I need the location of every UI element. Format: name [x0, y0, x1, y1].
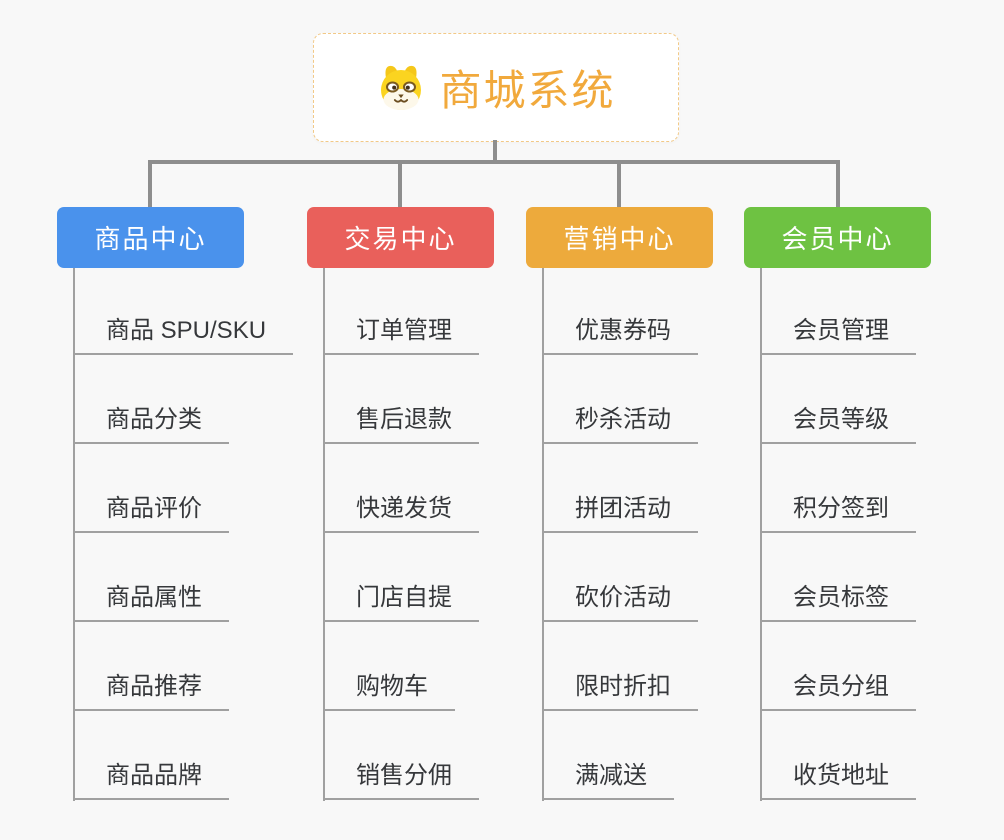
root-label: 商城系统 — [439, 67, 616, 114]
leaf-node[interactable]: 限时折扣 — [542, 672, 698, 711]
leaf-node[interactable]: 收货地址 — [760, 761, 916, 800]
leaf-node[interactable]: 积分签到 — [760, 494, 916, 533]
leaf-node[interactable]: 会员等级 — [760, 405, 916, 444]
branch-node-product-center[interactable]: 商品中心 — [57, 207, 244, 268]
branch-marketing-center: 营销中心 优惠券码 秒杀活动 拼团活动 砍价活动 限时折扣 满减送 — [526, 207, 713, 801]
leaf-node[interactable]: 拼团活动 — [542, 494, 698, 533]
leaf-node[interactable]: 会员管理 — [760, 316, 916, 355]
leaf-node[interactable]: 购物车 — [323, 672, 455, 711]
leaf-node[interactable]: 商品分类 — [73, 405, 229, 444]
connector-branch-trunk — [542, 268, 544, 801]
connector-branch-trunk — [760, 268, 762, 801]
leaf-node[interactable]: 砍价活动 — [542, 583, 698, 622]
connector-root-trunk — [493, 140, 497, 164]
connector-stub-member — [836, 160, 840, 207]
leaf-node[interactable]: 订单管理 — [323, 316, 479, 355]
leaf-node[interactable]: 商品属性 — [73, 583, 229, 622]
branch-member-center: 会员中心 会员管理 会员等级 积分签到 会员标签 会员分组 收货地址 — [744, 207, 931, 801]
connector-stub-trade — [398, 160, 402, 207]
leaf-node[interactable]: 售后退款 — [323, 405, 479, 444]
branch-trade-center: 交易中心 订单管理 售后退款 快递发货 门店自提 购物车 销售分佣 — [307, 207, 494, 801]
connector-stub-marketing — [617, 160, 621, 207]
leaf-node[interactable]: 商品推荐 — [73, 672, 229, 711]
branch-node-marketing-center[interactable]: 营销中心 — [526, 207, 713, 268]
leaf-node[interactable]: 门店自提 — [323, 583, 479, 622]
leaf-node[interactable]: 秒杀活动 — [542, 405, 698, 444]
branch-node-trade-center[interactable]: 交易中心 — [307, 207, 494, 268]
leaf-node[interactable]: 会员标签 — [760, 583, 916, 622]
leaf-node[interactable]: 快递发货 — [323, 494, 479, 533]
leaf-node[interactable]: 商品评价 — [73, 494, 229, 533]
branch-node-member-center[interactable]: 会员中心 — [744, 207, 931, 268]
leaf-node[interactable]: 优惠券码 — [542, 316, 698, 355]
leaf-node[interactable]: 商品品牌 — [73, 761, 229, 800]
branch-product-center: 商品中心 商品 SPU/SKU 商品分类 商品评价 商品属性 商品推荐 商品品牌 — [57, 207, 294, 801]
root-node[interactable]: 商城系统 — [313, 33, 679, 142]
leaf-node[interactable]: 商品 SPU/SKU — [73, 316, 294, 355]
shiba-dog-icon — [381, 65, 422, 110]
leaf-node[interactable]: 会员分组 — [760, 672, 916, 711]
leaf-node[interactable]: 满减送 — [542, 761, 674, 800]
connector-bus — [148, 160, 840, 164]
connector-branch-trunk — [323, 268, 325, 801]
leaf-node[interactable]: 销售分佣 — [323, 761, 479, 800]
connector-stub-product — [148, 160, 152, 207]
connector-branch-trunk — [73, 268, 75, 801]
